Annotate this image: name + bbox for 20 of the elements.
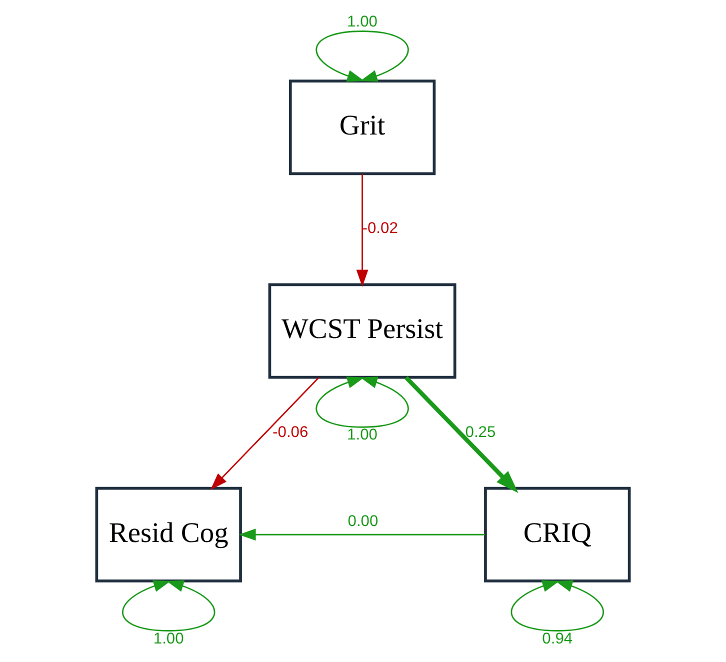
- edge-label: -0.02: [362, 220, 398, 238]
- node-box: CRIQ: [484, 486, 631, 582]
- edge-label: 1.00: [153, 630, 184, 648]
- node-box: WCST Persist: [268, 283, 456, 379]
- edge-label: 1.00: [347, 14, 378, 31]
- node-box: Resid Cog: [95, 486, 242, 582]
- edge-label: 0.00: [348, 512, 378, 530]
- edge-label: 0.25: [465, 424, 496, 441]
- arrow: [356, 174, 368, 287]
- arrow: [210, 376, 320, 490]
- arrow: [404, 376, 518, 493]
- node-box: Grit: [288, 80, 436, 176]
- edge-label: -0.06: [272, 424, 308, 441]
- arrow: [238, 528, 485, 541]
- arrow: [122, 580, 215, 632]
- edge-label: 1.00: [347, 426, 378, 444]
- arrow: [511, 580, 604, 632]
- edge-label: 0.94: [542, 630, 573, 648]
- arrow: [316, 376, 409, 428]
- arrow: [316, 30, 409, 82]
